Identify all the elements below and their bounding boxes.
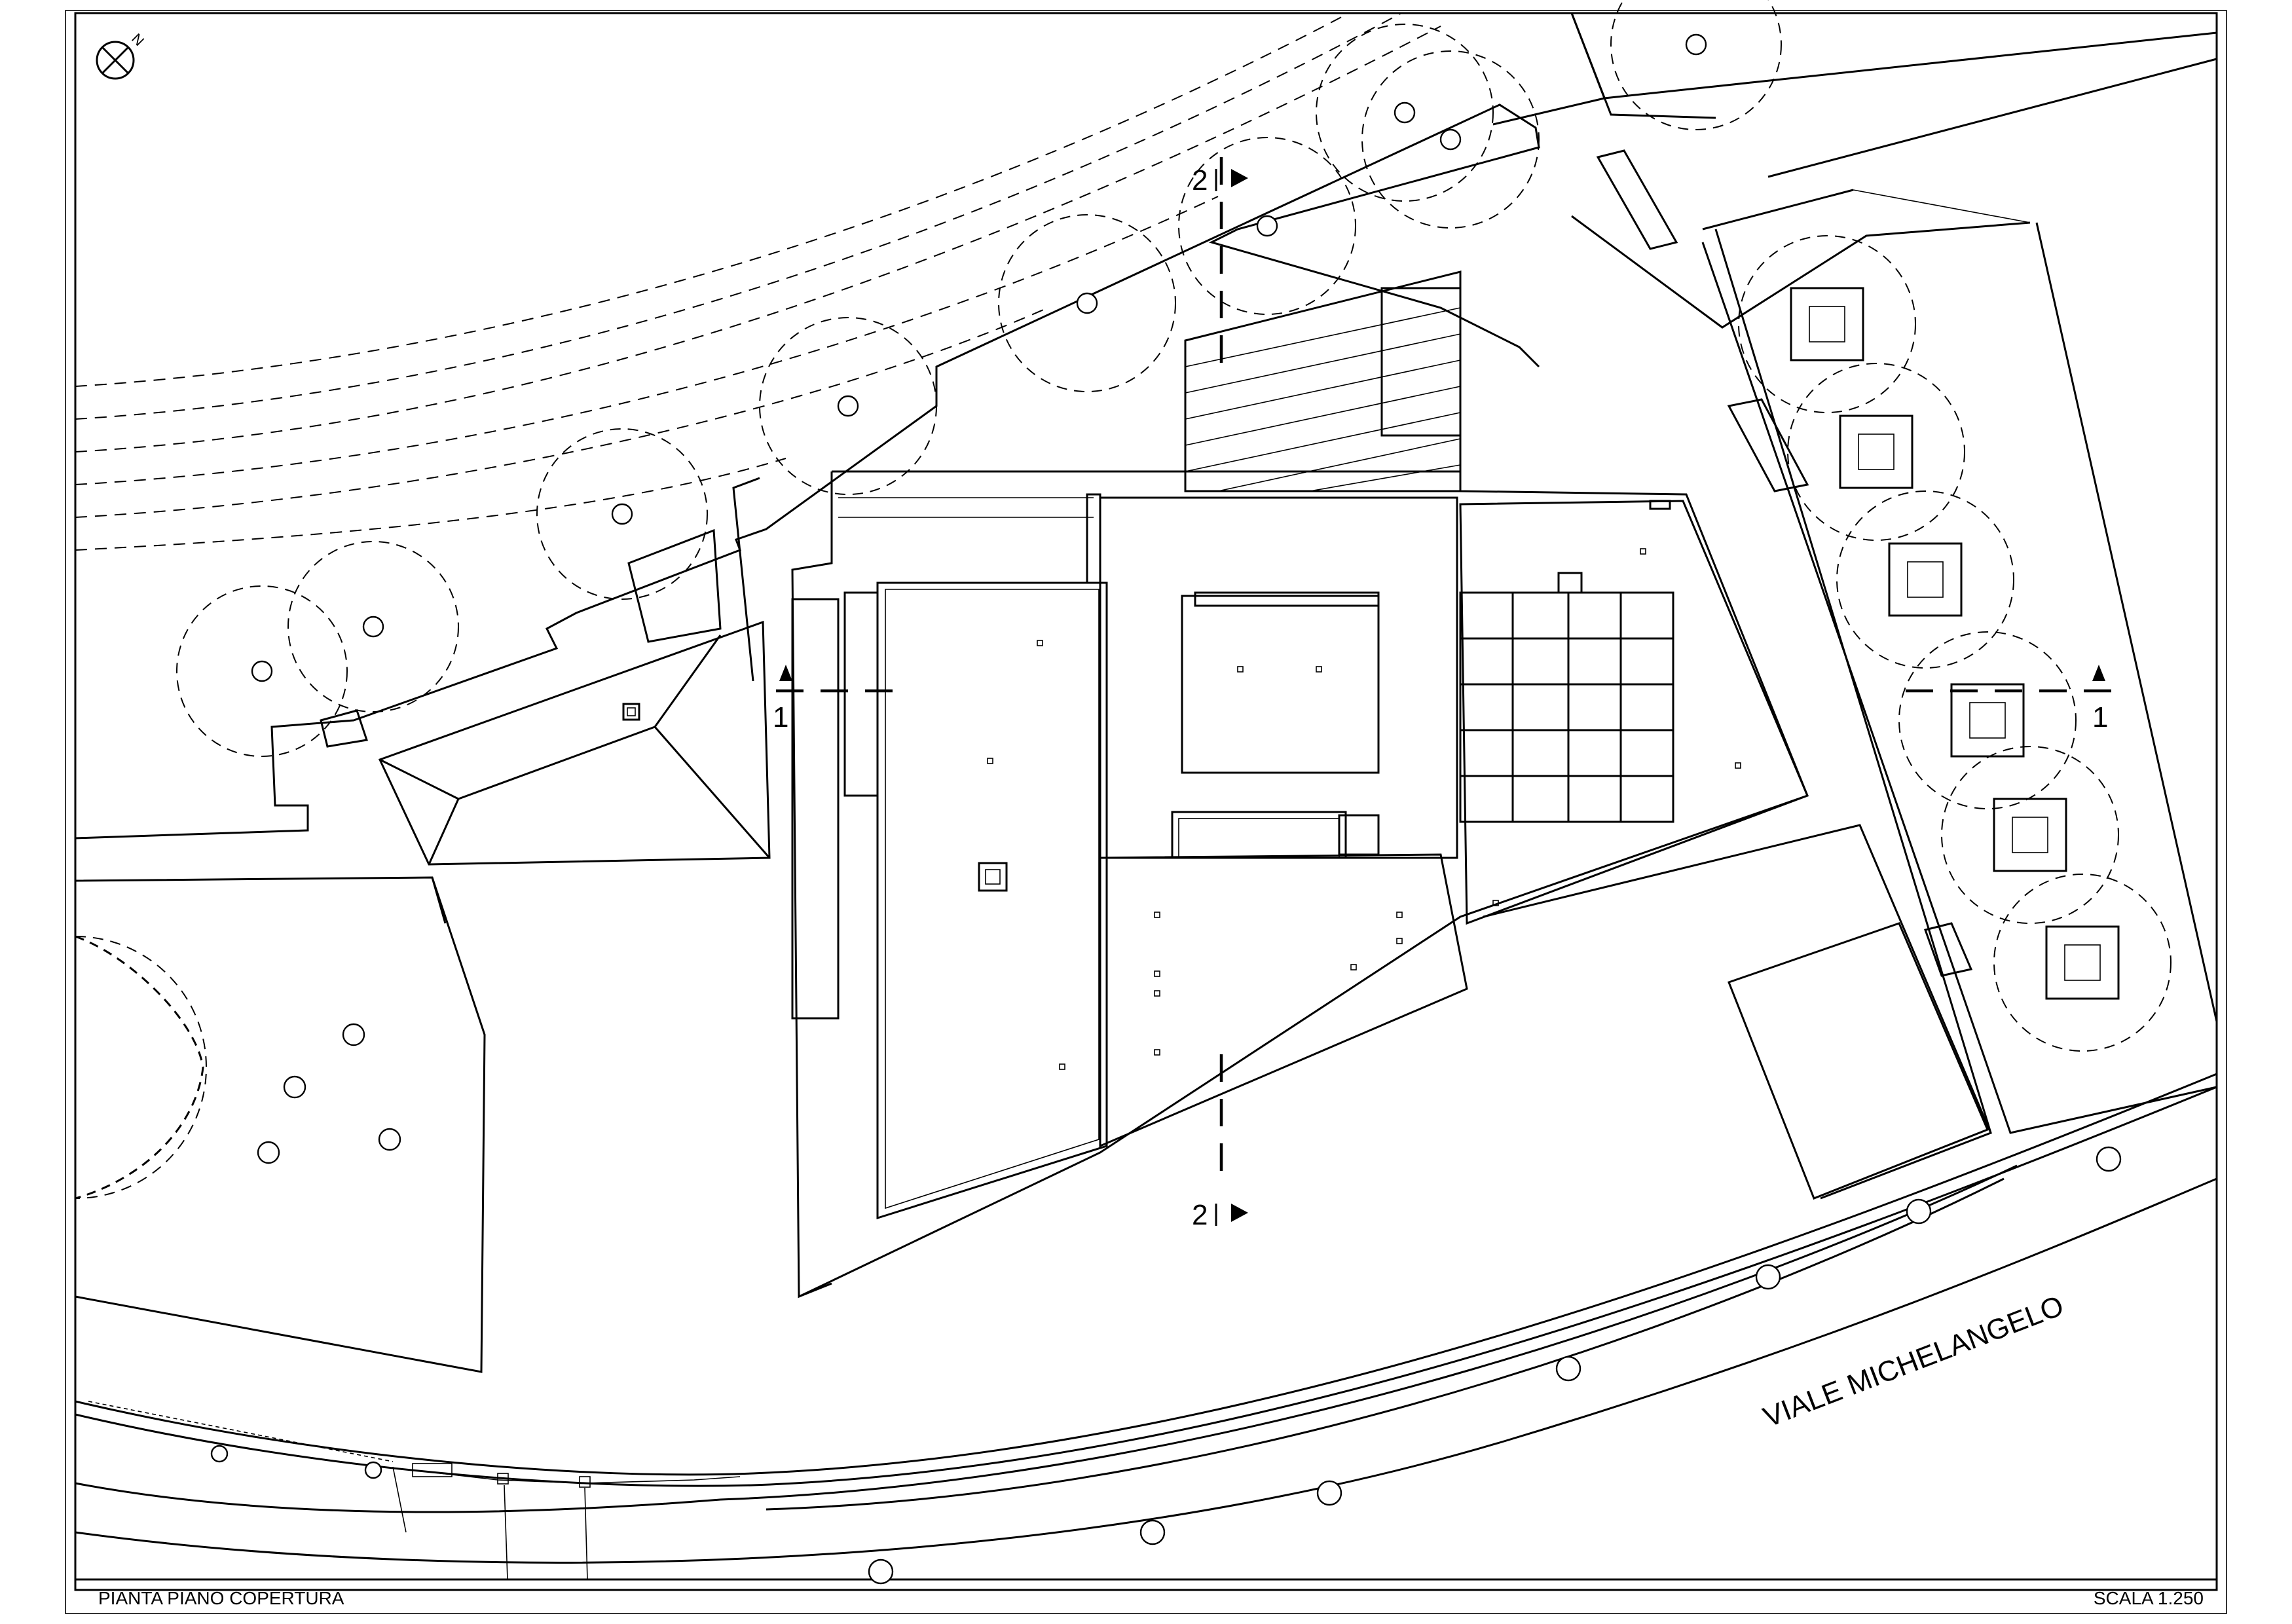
stairs	[320, 149, 1973, 977]
central-tiled-roof	[1099, 496, 1458, 859]
tree	[176, 585, 348, 757]
sheet-frame	[65, 10, 2227, 1614]
park-area-left	[75, 876, 486, 1373]
tree	[1993, 874, 2172, 1052]
tree	[1178, 137, 1356, 315]
section-2-bottom-label: 2	[1192, 1199, 1208, 1231]
pergola-grid	[1459, 591, 1674, 823]
southeast-block	[1483, 824, 1992, 1200]
north-arrow-icon: N	[96, 30, 147, 80]
tree	[1836, 490, 2014, 669]
ribbed-metal-roof-south	[1099, 853, 1468, 1148]
tree	[759, 317, 937, 495]
gravel-roof-west	[876, 581, 1108, 1220]
drawing-title: PIANTA PIANO COPERTURA	[98, 1588, 344, 1608]
tree	[287, 541, 459, 712]
north-label: N	[128, 30, 147, 49]
tree	[1361, 50, 1540, 229]
section-2-top-label: 2	[1192, 164, 1208, 196]
tree	[1738, 235, 1916, 413]
tree	[1898, 631, 2077, 809]
gravel-roof-east	[1459, 500, 1809, 925]
tree	[1941, 746, 2119, 924]
section-1-left-label: 1	[773, 701, 788, 733]
drain-markers	[987, 548, 1741, 1070]
drawing-scale: SCALA 1.250	[2094, 1588, 2204, 1608]
tree	[1610, 0, 1782, 130]
tree	[1316, 24, 1494, 202]
section-cut-1: 1 1	[773, 665, 2112, 733]
section-cut-2: 2 2	[1192, 157, 1248, 1231]
trees	[176, 0, 2172, 1052]
site-boundaries	[75, 12, 2218, 1134]
section-1-right-label: 1	[2092, 701, 2108, 733]
building-outline	[791, 470, 1809, 1299]
tree	[536, 428, 708, 600]
tree	[1787, 363, 1965, 541]
contour-lines	[75, 12, 1441, 551]
street-name-label: VIALE MICHELANGELO	[1759, 1289, 2068, 1433]
tree	[998, 214, 1176, 392]
pitched-tiled-roof	[378, 528, 771, 866]
street-viale-michelangelo	[75, 1073, 2217, 1585]
